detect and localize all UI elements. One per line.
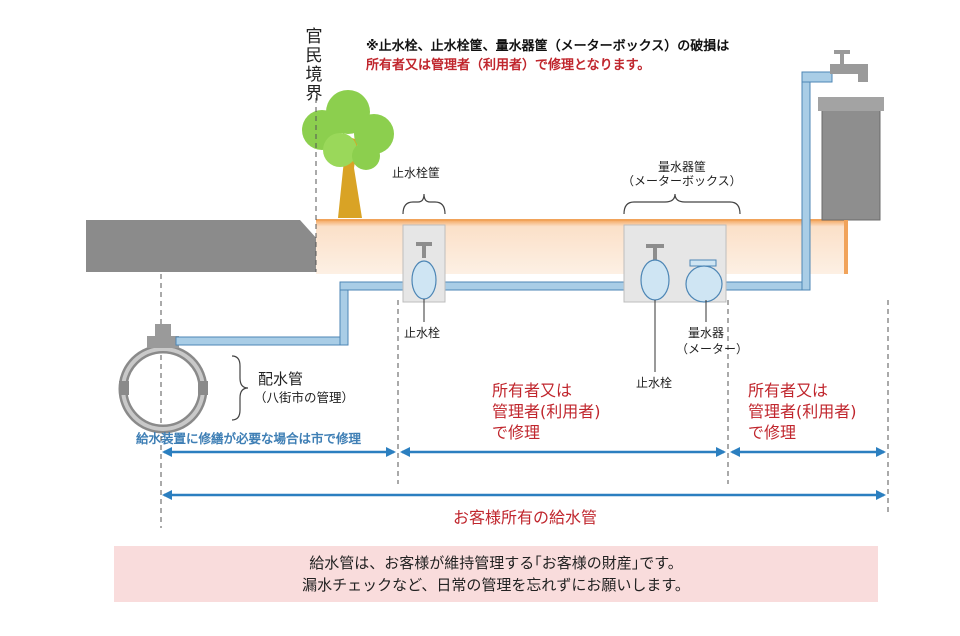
meter-box-brace	[623, 193, 741, 215]
tree-icon	[302, 90, 394, 218]
main-pipe-label: 配水管	[258, 370, 304, 388]
repair-notice: ※止水栓、止水栓筐、量水器筐（メーターボックス）の破損は 所有者又は管理者（利用…	[366, 38, 729, 76]
water-meter-icon	[685, 259, 723, 303]
road-asphalt	[86, 220, 318, 272]
stop-valve-box-brace	[402, 193, 446, 215]
notice-line-1: ※止水栓、止水栓筐、量水器筐（メーターボックス）の破損は	[366, 39, 730, 54]
stop-valve-icon	[411, 242, 437, 300]
stop-valve-box-label: 止水栓筐	[392, 166, 441, 180]
stop-valve-label: 止水栓	[404, 326, 441, 340]
notice-line-2: 所有者又は管理者（利用者）で修理となります。	[366, 57, 651, 73]
section-arrows	[162, 447, 886, 500]
main-pipe-owner-label: （八街市の管理）	[254, 390, 355, 405]
meter-box-label-1: 量水器筐	[658, 160, 707, 174]
building	[821, 109, 881, 221]
repair-section-2: 所有者又は 管理者(利用者) で修理	[748, 381, 857, 442]
soil-ground	[316, 220, 848, 274]
meter-label-1: 量水器	[688, 326, 725, 340]
customer-pipe-label: お客様所有の給水管	[452, 508, 597, 527]
city-repair-label: 給水装置に修繕が必要な場合は市で修理	[136, 431, 362, 446]
boundary-label: 官民境界	[305, 27, 323, 104]
meter-box-label-2: （メーターボックス）	[622, 174, 742, 188]
guide-lines	[160, 98, 889, 528]
pointer-lines	[423, 299, 707, 372]
supply-pipe	[175, 71, 833, 346]
banner-line-2: 漏水チェックなど、日常の管理を忘れずにお願いします。	[302, 576, 690, 594]
banner-line-1: 給水管は、お客様が維持管理する｢お客様の財産｣です。	[309, 554, 683, 572]
main-pipe-icon	[118, 324, 208, 434]
meter-label-2: （メーター）	[676, 342, 749, 356]
faucet-icon	[830, 50, 868, 82]
main-pipe-brace	[231, 355, 249, 421]
property-notice-banner: 給水管は、お客様が維持管理する｢お客様の財産｣です。 漏水チェックなど、日常の管…	[114, 546, 878, 602]
repair-section-1: 所有者又は 管理者(利用者) で修理	[492, 381, 601, 442]
stop-valve-label-2: 止水栓	[636, 376, 673, 390]
